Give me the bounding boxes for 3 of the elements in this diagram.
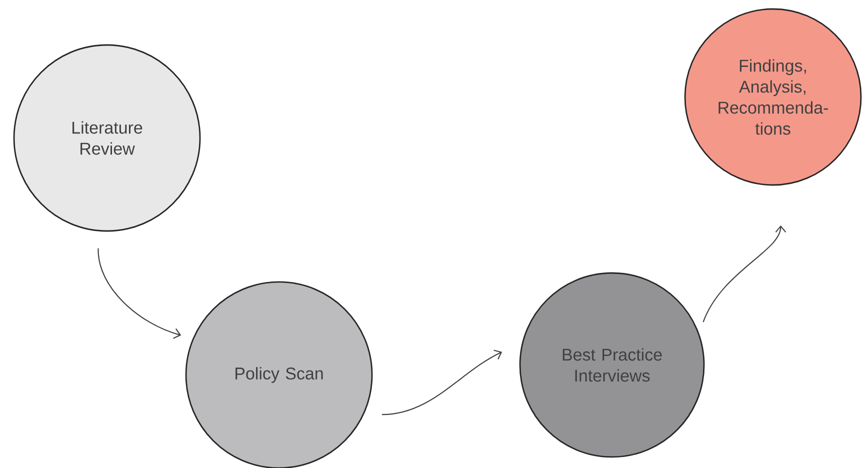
arrow xyxy=(382,350,502,416)
arrow xyxy=(98,248,182,339)
arrow xyxy=(702,225,786,322)
